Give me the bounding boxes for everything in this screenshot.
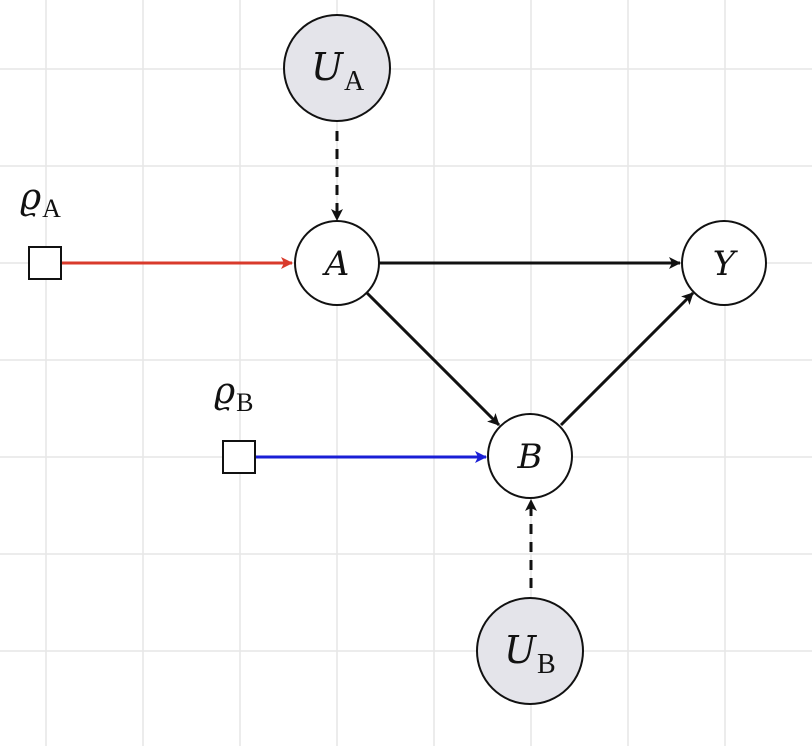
node-a-label: A [322, 244, 350, 284]
node-y-circle [681, 220, 767, 306]
node-u-b-label: UB [504, 628, 556, 680]
node-b-label: B [517, 437, 543, 477]
policy-rho-b-label: ϱB [214, 371, 254, 417]
node-u-a[interactable]: UA [283, 14, 391, 122]
policy-rho-b-square [222, 440, 256, 474]
node-u-a-main: U [311, 45, 345, 89]
node-u-a-label: UA [311, 45, 365, 97]
node-u-b-circle [476, 597, 584, 705]
policy-rho-a-square [28, 246, 62, 280]
policy-rho-b-subscript: B [236, 388, 253, 417]
policy-rho-a-subscript: A [42, 194, 61, 223]
node-u-a-circle [283, 14, 391, 122]
node-a-circle [294, 220, 380, 306]
node-a[interactable]: A [294, 220, 380, 306]
node-b-circle [487, 413, 573, 499]
policy-rho-a[interactable]: ϱA [20, 177, 62, 280]
node-u-b[interactable]: UB [476, 597, 584, 705]
node-y[interactable]: Y [681, 220, 767, 306]
node-u-b-main: U [504, 628, 538, 672]
policy-rho-b[interactable]: ϱB [214, 371, 256, 474]
node-y-label: Y [713, 244, 739, 284]
policy-rho-b-main: ϱ [214, 371, 235, 412]
policy-rho-a-main: ϱ [20, 177, 41, 218]
node-b[interactable]: B [487, 413, 573, 499]
policy-rho-a-label: ϱA [20, 177, 61, 223]
node-u-a-subscript: A [344, 66, 365, 97]
node-u-b-subscript: B [537, 649, 556, 680]
edge-b-to-y [559, 291, 695, 427]
edge-a-to-b [365, 291, 501, 427]
